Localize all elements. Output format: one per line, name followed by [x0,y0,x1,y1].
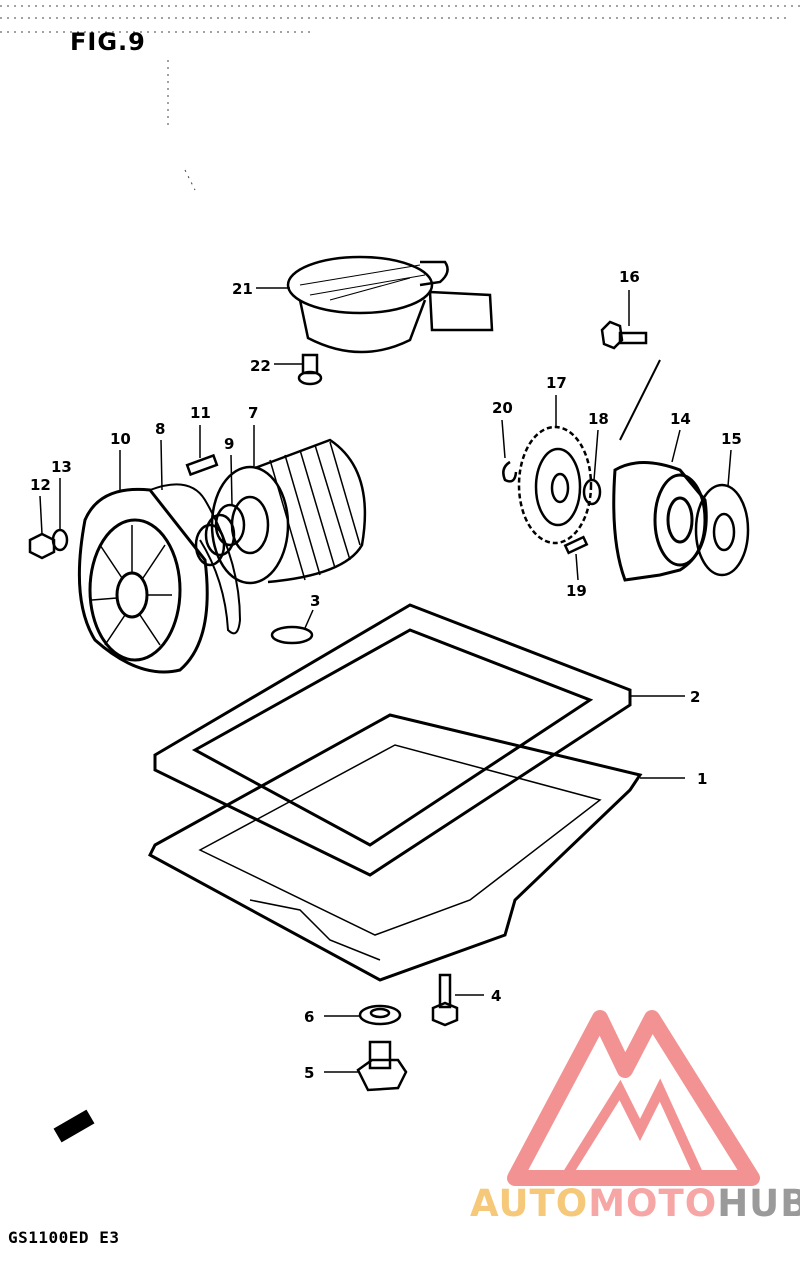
callout-13: 13 [51,458,72,476]
callout-1: 1 [697,770,707,788]
callout-12: 12 [30,476,51,494]
callout-7: 7 [248,404,258,422]
callout-17: 17 [546,374,567,392]
part-21-oil-strainer [286,255,494,354]
part-22-bolt [297,353,323,386]
part-11-pin [185,453,219,477]
leader-lines [39,287,732,1073]
callout-9: 9 [224,435,234,453]
watermark-moto: MOTO [588,1182,718,1225]
callout-10: 10 [110,430,131,448]
part-20-circlip [502,460,518,483]
part-1-oil-pan [148,713,643,982]
part-3-o-ring [270,625,314,645]
part-15-gasket [694,483,750,577]
part-6-washer [358,1004,402,1026]
part-17-gear [517,425,593,545]
callout-15: 15 [721,430,742,448]
callout-2: 2 [690,688,700,706]
part-9-spring [194,503,246,567]
watermark-auto: AUTO [470,1182,589,1225]
callout-4: 4 [491,987,501,1005]
part-10-filter-cover [77,487,209,674]
callout-14: 14 [670,410,691,428]
part-16-bolt [600,320,648,350]
callout-22: 22 [250,357,271,375]
callout-11: 11 [190,404,211,422]
part-19-pin [563,535,589,555]
callout-16: 16 [619,268,640,286]
part-12-nut [28,532,56,560]
callout-19: 19 [566,582,587,600]
callout-18: 18 [588,410,609,428]
watermark-wordmark: AUTOMOTOHUB [470,1182,800,1225]
callout-8: 8 [155,420,165,438]
callout-5: 5 [304,1064,314,1082]
part-7-oil-filter [210,438,367,585]
figure-title: FIG.9 [70,28,146,56]
watermark-hub: HUB [717,1182,800,1225]
part-4-bolt [431,973,459,1027]
part-14-oil-pump [612,359,708,582]
callout-3: 3 [310,592,320,610]
front-arrow-stamp [53,1109,95,1143]
model-code: GS1100ED E3 [8,1228,120,1247]
scan-noise [0,5,800,191]
part-8-o-ring [149,483,242,635]
watermark-logo [507,1010,760,1186]
callout-20: 20 [492,399,513,417]
callout-21: 21 [232,280,253,298]
part-5-drain-plug [356,1040,408,1092]
part-18-washer [582,478,602,506]
part-2-oil-pan-gasket [153,603,632,877]
callout-labels: 1 2 3 4 5 6 7 8 9 10 11 12 13 14 15 16 1… [30,268,742,1082]
callout-6: 6 [304,1008,314,1026]
